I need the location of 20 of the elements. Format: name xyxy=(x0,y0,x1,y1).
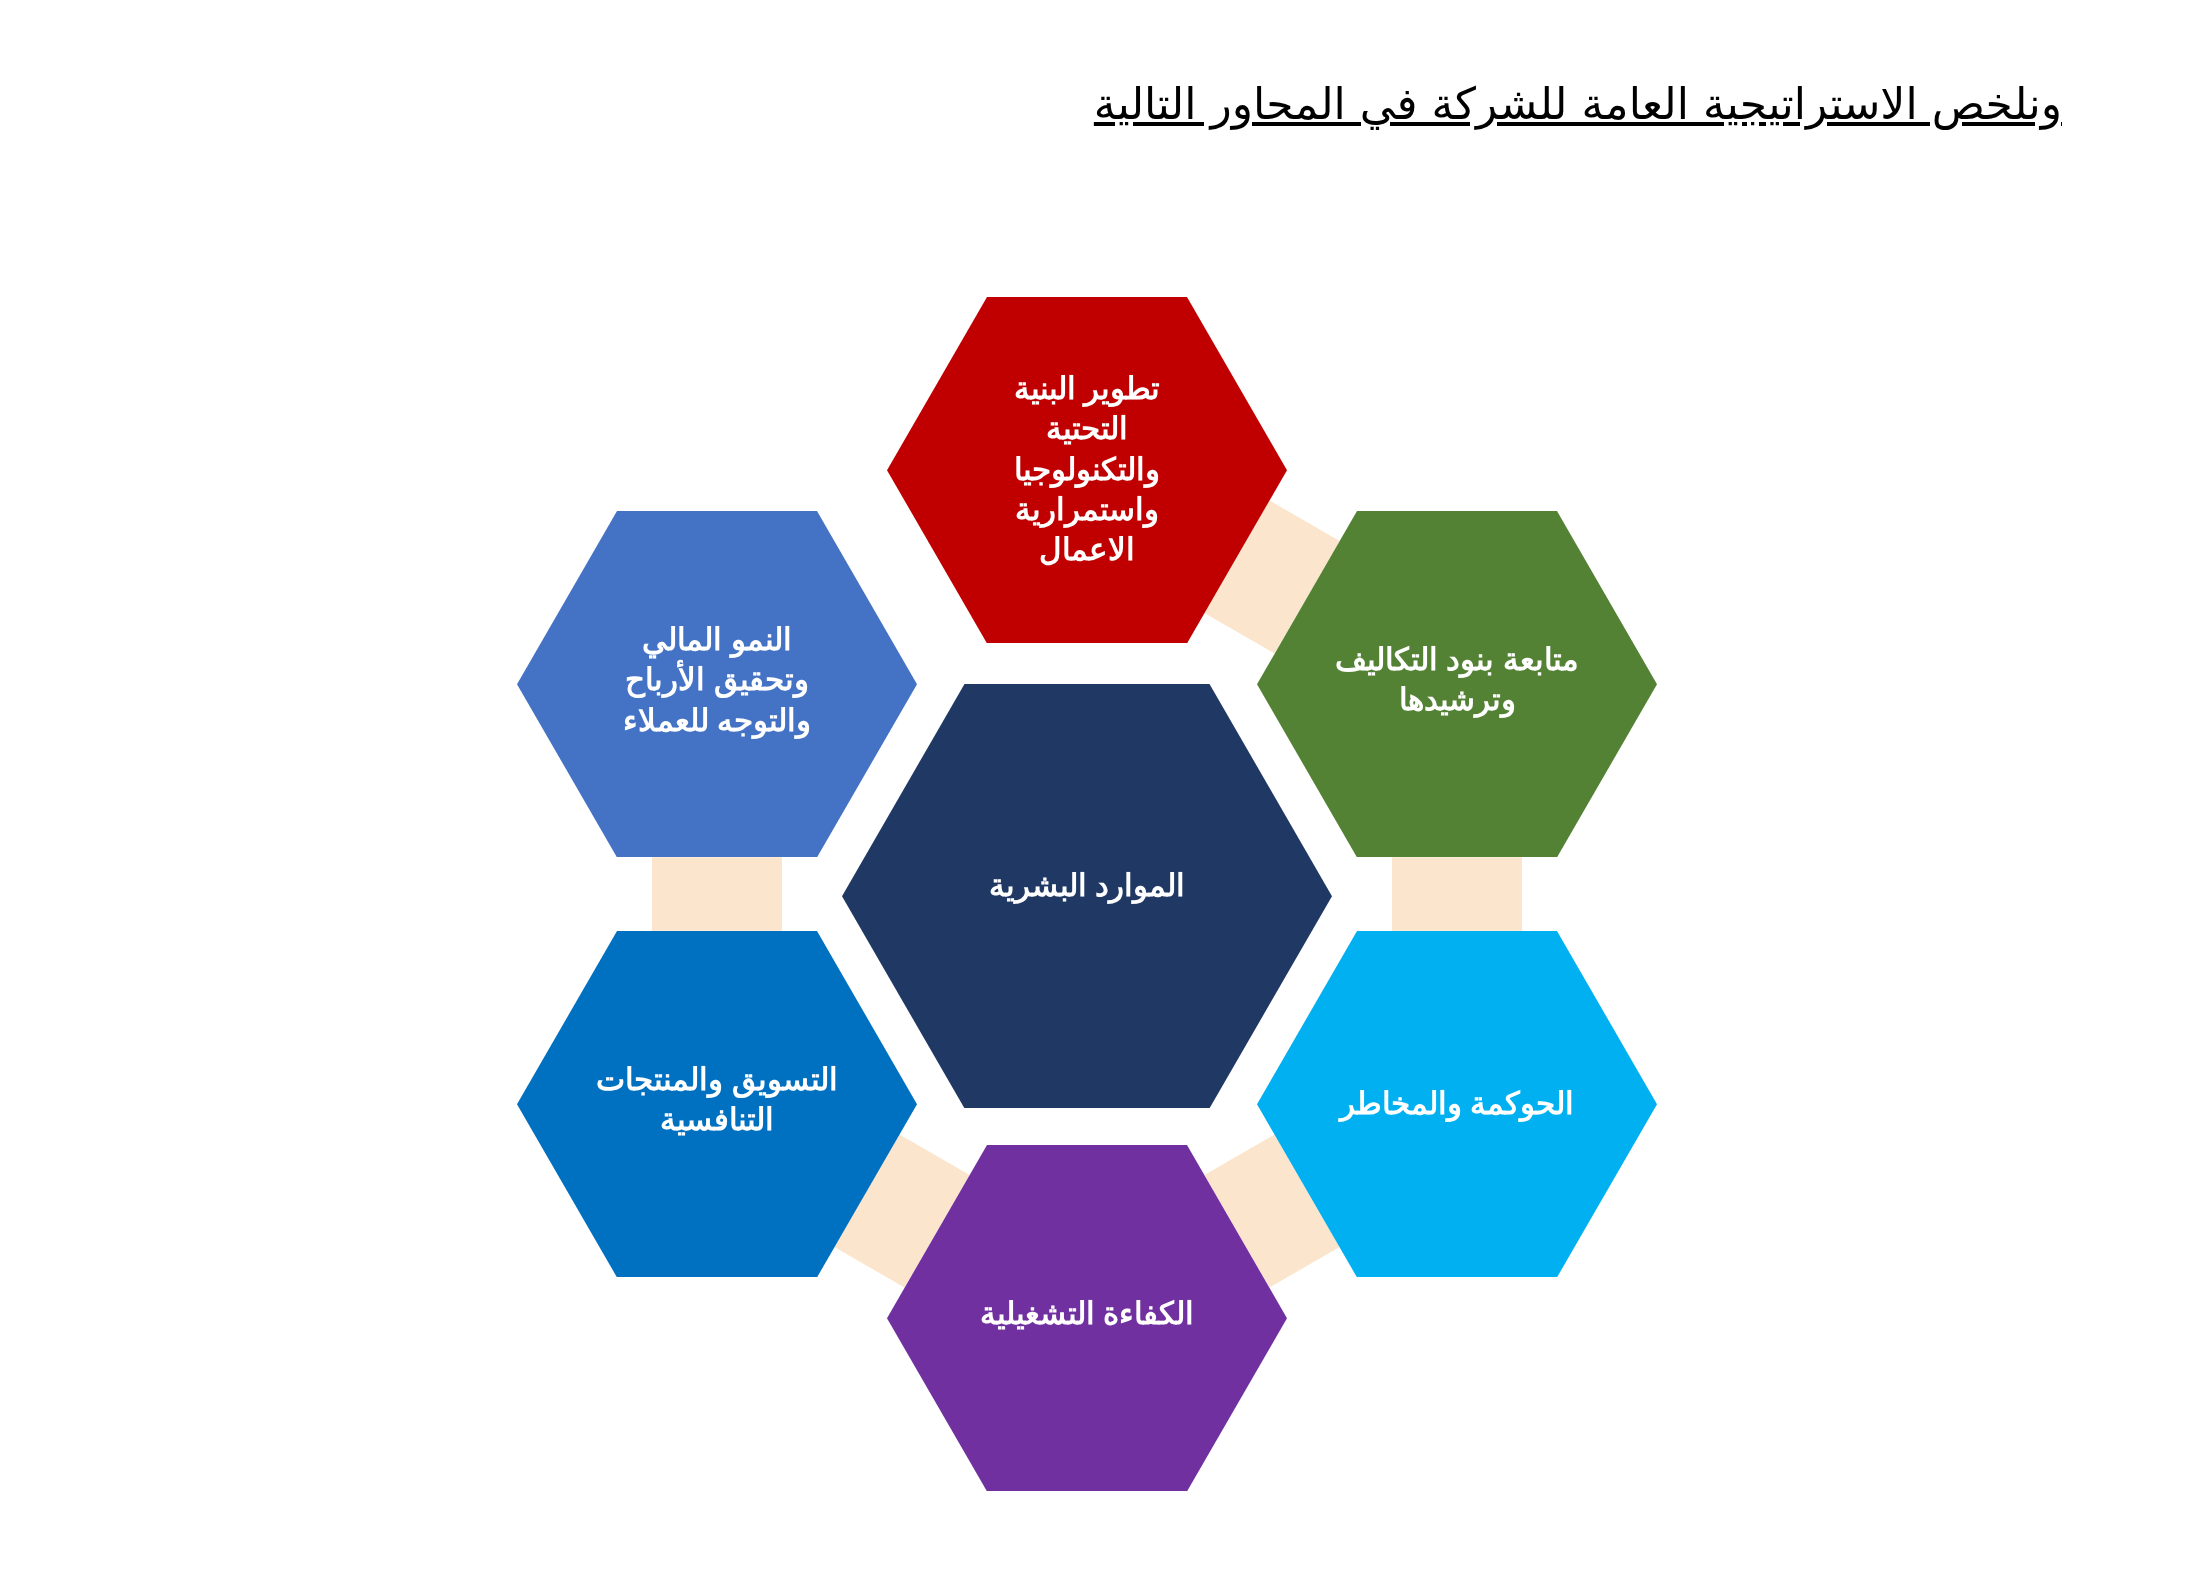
hexagon-tile xyxy=(1257,510,1657,858)
hexagon-tile xyxy=(1257,930,1657,1278)
tile-label: الكفاءة التشغيلية xyxy=(978,1294,1196,1333)
hexagon-tile xyxy=(842,683,1332,1109)
hexagon-tile xyxy=(517,510,917,858)
hexagon-tile xyxy=(517,930,917,1278)
connector-band xyxy=(834,1134,970,1288)
connector-band xyxy=(1392,857,1522,931)
connector-band xyxy=(1204,1134,1340,1288)
hexagon-tile xyxy=(887,296,1287,644)
tile-label: الموارد البشرية xyxy=(987,866,1187,906)
connector-band xyxy=(652,857,782,931)
page-title: ونلخص الاستراتيجية العامة للشركة في المحاور التالية xyxy=(1093,78,2062,129)
tile-label: الحوكمة والمخاطر xyxy=(1337,1084,1576,1124)
tile-label: النمو المالي وتحقيق الأرباح والتوجه للعملاء xyxy=(621,620,813,741)
tile-label: متابعة بنود التكاليف وترشيدها xyxy=(1333,640,1581,720)
tile-label: التسويق والمنتجات التنافسية xyxy=(595,1060,839,1139)
connector-band xyxy=(1204,500,1340,654)
hexagon-tile xyxy=(887,1144,1287,1492)
tile-label: تطوير البنية التحتية والتكنولوجيا واستمرارية الاعمال xyxy=(1012,370,1162,570)
